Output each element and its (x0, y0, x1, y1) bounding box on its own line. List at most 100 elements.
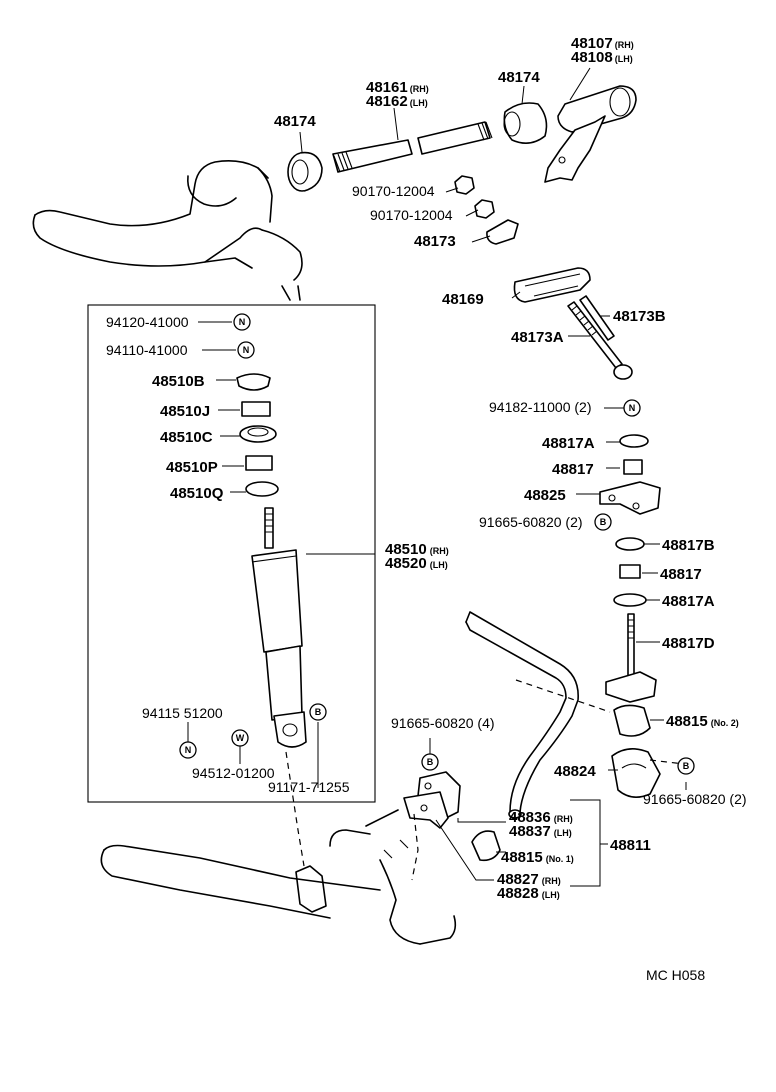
b-symbol-91665-a: B (594, 513, 612, 531)
n-symbol-94120: N (233, 313, 251, 331)
label-48510P: 48510P (166, 459, 218, 476)
label-48817-1: 48817 (552, 461, 594, 478)
svg-text:B: B (600, 517, 607, 527)
label-48174-left: 48174 (274, 113, 316, 130)
svg-text:N: N (239, 317, 246, 327)
cushion-48510B (236, 373, 271, 391)
svg-text:N: N (185, 745, 192, 755)
dust-boot-right (503, 102, 548, 144)
torsion-bar-arm (557, 85, 637, 133)
stabilizer-link-parts (599, 434, 661, 798)
label-91171: 91171-71255 (268, 779, 350, 795)
cushion-48510J (241, 401, 271, 417)
label-94512: 94512-01200 (192, 765, 275, 781)
shock-rod (264, 507, 274, 549)
label-48173: 48173 (414, 233, 456, 250)
retainer-48510Q (245, 481, 279, 497)
cushion-48817A-bottom (613, 593, 647, 607)
label-48811: 48811 (610, 837, 651, 854)
catalog-code: MC H058 (646, 967, 705, 983)
reference-lines (285, 679, 685, 881)
label-48817D: 48817D (662, 635, 715, 652)
label-48817B: 48817B (662, 537, 715, 554)
label-48510C: 48510C (160, 429, 213, 446)
bracket-48825 (599, 481, 661, 515)
shock-absorber-group (87, 304, 376, 803)
label-48162: 48162(LH) (366, 93, 428, 110)
torsion-bar-assembly (287, 85, 637, 245)
anchor-seat (486, 219, 519, 245)
label-94115: 94115 51200 (142, 705, 223, 721)
label-48828: 48828(LH) (497, 885, 560, 902)
nut-upper (454, 175, 475, 195)
label-94182: 94182-11000 (2) (489, 399, 591, 415)
label-48817-2: 48817 (660, 566, 702, 583)
nut-lower (474, 199, 495, 219)
bracket-48824 (611, 748, 661, 798)
shock-body (251, 549, 303, 653)
part-labels: 48107(RH) 48108(LH) 48174 48161(RH) 4816… (106, 35, 747, 983)
cushion-48510P (245, 455, 273, 471)
n-symbol-94110: N (237, 341, 255, 359)
label-48510J: 48510J (160, 403, 210, 420)
bushing-48815-no1 (471, 830, 501, 862)
b-symbol-91665-b: B (677, 757, 695, 775)
label-48510: 48510(RH) (385, 541, 449, 558)
label-94120: 94120-41000 (106, 314, 189, 330)
label-48815-no2: 48815(No. 2) (666, 713, 739, 730)
label-48174-top: 48174 (498, 69, 540, 86)
shock-lower-body (265, 645, 303, 721)
lower-control-arm (100, 809, 457, 945)
label-48169: 48169 (442, 291, 484, 308)
label-90170-a: 90170-12004 (352, 183, 435, 199)
b-symbol-91171: B (309, 703, 327, 721)
label-48108: 48108(LH) (571, 49, 633, 66)
label-48817A-1: 48817A (542, 435, 595, 452)
label-94110: 94110-41000 (106, 342, 188, 358)
svg-text:B: B (315, 707, 322, 717)
label-48836: 48836(RH) (509, 809, 573, 826)
bushing-48815-no2 (613, 704, 651, 737)
label-48510B: 48510B (152, 373, 205, 390)
label-48825: 48825 (524, 487, 566, 504)
w-symbol-94512: W (231, 729, 249, 747)
label-48815-no1: 48815(No. 1) (501, 849, 574, 866)
label-48510Q: 48510Q (170, 485, 224, 502)
bushing-48817-mid (619, 564, 641, 579)
stabilizer-bracket-lower (403, 771, 501, 862)
label-48824: 48824 (554, 763, 596, 780)
shock-lower-eye (273, 711, 307, 748)
stabilizer-bar (465, 611, 579, 819)
upper-control-arm (32, 160, 303, 301)
pin (579, 295, 615, 341)
label-48161: 48161(RH) (366, 79, 429, 96)
anchor-arm (513, 267, 591, 303)
svg-text:B: B (683, 761, 690, 771)
n-symbol-94182: N (623, 399, 641, 417)
b-symbol-91665-c: B (421, 753, 439, 771)
svg-text:W: W (236, 733, 245, 743)
label-91665-a: 91665-60820 (2) (479, 514, 583, 530)
label-48173A: 48173A (511, 329, 564, 346)
svg-text:N: N (243, 345, 250, 355)
label-48520: 48520(LH) (385, 555, 448, 572)
cushion-48817A-top (619, 434, 649, 448)
leader-lines (187, 67, 687, 887)
cushion-48817B (615, 537, 645, 551)
label-90170-b: 90170-12004 (370, 207, 453, 223)
bushing-48817-top (623, 459, 643, 475)
n-symbol-94115: N (179, 741, 197, 759)
label-91665-b: 91665-60820 (2) (643, 791, 747, 807)
label-91665-c: 91665-60820 (4) (391, 715, 495, 731)
circled-symbols: N N N B N W B B B (179, 313, 695, 775)
svg-text:B: B (427, 757, 434, 767)
label-48817A-2: 48817A (662, 593, 715, 610)
bolt-plate (605, 671, 657, 703)
label-48173B: 48173B (613, 308, 666, 325)
anchor-arm-and-bolt (513, 267, 633, 380)
svg-text:N: N (629, 403, 636, 413)
label-48837: 48837(LH) (509, 823, 572, 840)
label-48107: 48107(RH) (571, 35, 634, 52)
label-48827: 48827(RH) (497, 871, 561, 888)
